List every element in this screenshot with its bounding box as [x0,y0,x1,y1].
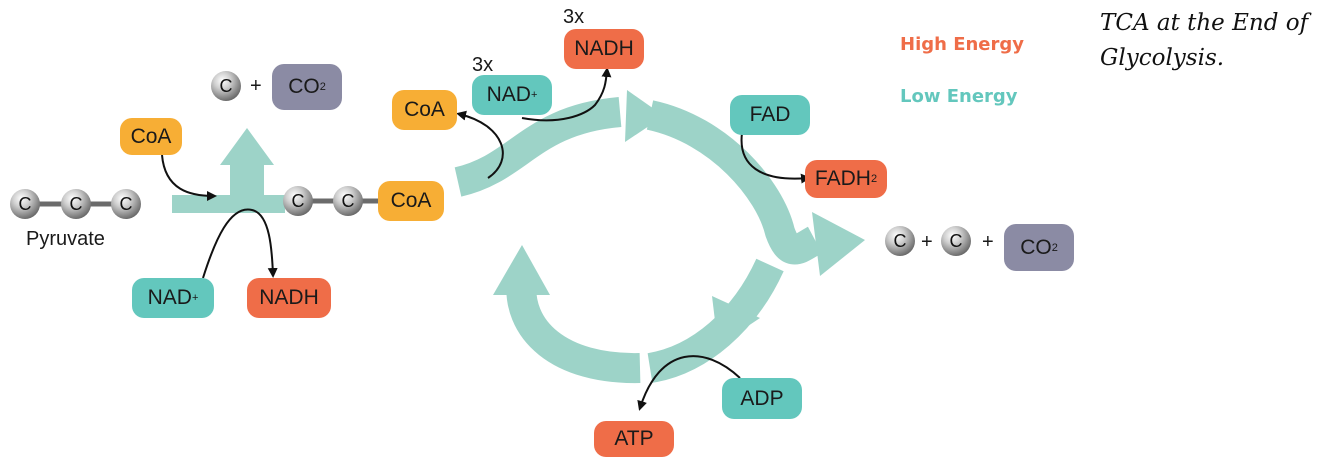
reaction-arrows [161,67,811,411]
acetyl-coa-pill: CoA [378,181,444,221]
cycle-arrow-top [454,97,622,197]
co2-top-text: CO [288,75,320,98]
coa-out-arrow [456,110,504,179]
arrowhead-lower-right [712,296,760,346]
pyruvate-carbon-3: C [111,189,141,219]
arrowhead-right [812,212,865,276]
co2-top-subscript: 2 [319,81,326,93]
nadh-pill-cycle: NADH [564,29,644,69]
coa-in-pill: CoA [120,118,182,155]
figure-title: TCA at the End of Glycolysis. [1100,10,1309,71]
coa-in-arrow [161,154,217,201]
plus-sign-1: + [250,75,262,97]
pyruvate-label: Pyruvate [26,228,105,250]
nad-to-nadh-cycle-arrow [521,67,612,122]
product-carbon-1: C [885,226,915,256]
cycle-arrows [454,97,823,384]
cycle-arrow-right [646,100,823,265]
fadh2-subscript: 2 [870,173,878,185]
pyruvate-carbon-1: C [10,189,40,219]
nad-cycle-superscript: + [530,89,538,101]
nad-left-superscript: + [191,292,199,304]
cycle-arrow-lower-left [506,276,641,384]
decarboxylation-arrow [172,128,285,213]
plus-sign-2: + [921,231,933,253]
nadh-pill-left: NADH [247,278,331,318]
arrowhead-lower-left [493,245,550,295]
co2-product-text: CO [1020,235,1052,259]
nadh-multiplier: 3x [563,6,585,28]
fadh2-text: FADH [814,167,871,190]
nad-pill-cycle: NAD+ [472,75,552,115]
nad-cycle-text: NAD [486,83,531,106]
nad-to-nadh-arrow [202,208,278,279]
arrowhead-top [625,90,664,142]
nad-left-text: NAD [147,286,192,309]
acetyl-carbon-1: C [283,186,313,216]
pyruvate-carbon-2: C [61,189,91,219]
nad-multiplier: 3x [472,54,494,76]
plus-sign-3: + [982,231,994,253]
co2-product-subscript: 2 [1051,241,1058,254]
adp-pill: ADP [722,378,802,419]
acetyl-carbon-2: C [333,186,363,216]
fad-to-fadh2-arrow [740,132,811,184]
coa-out-pill: CoA [392,90,457,130]
released-carbon: C [211,71,241,101]
cycle-arrowheads [493,90,865,346]
fad-pill: FAD [730,95,810,135]
nad-pill-left: NAD+ [132,278,214,318]
atp-pill: ATP [594,421,674,457]
product-carbon-2: C [941,226,971,256]
legend-low-energy: Low Energy [900,86,1018,107]
adp-to-atp-arrow [637,355,741,411]
legend-high-energy: High Energy [900,34,1025,55]
